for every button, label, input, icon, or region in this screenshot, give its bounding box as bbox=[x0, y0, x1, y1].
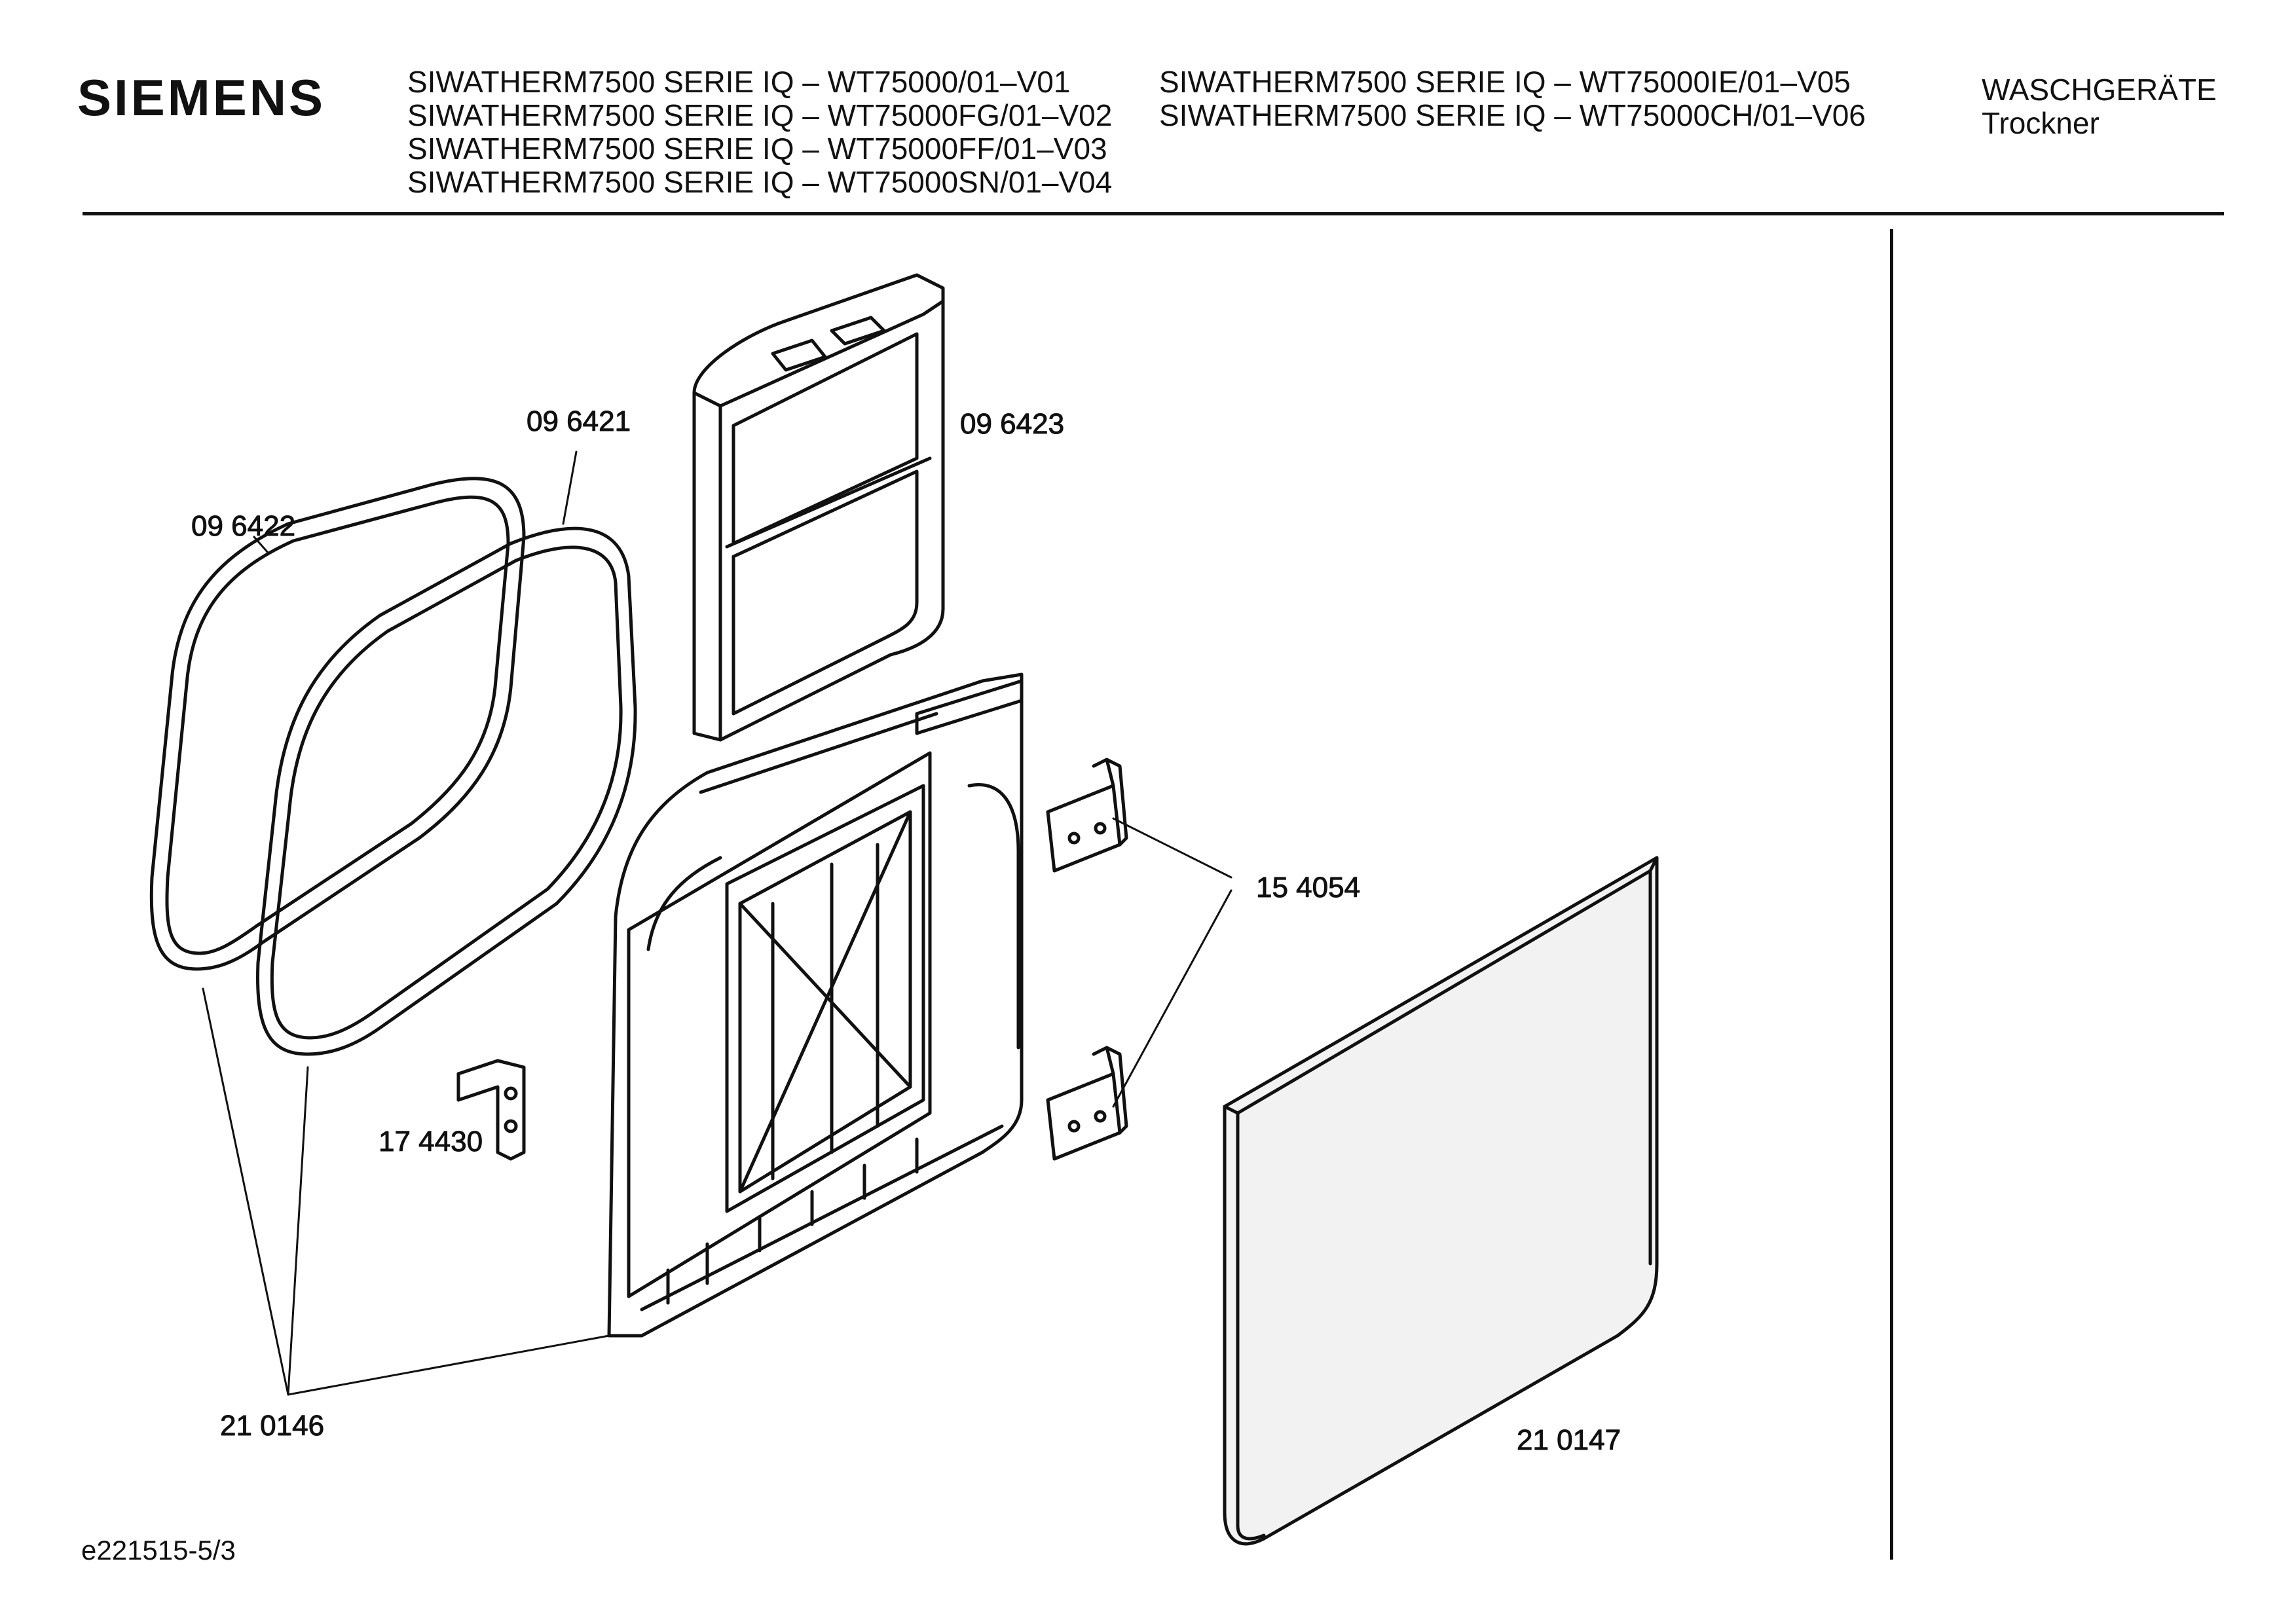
header-divider bbox=[83, 212, 2224, 215]
model-line: SIWATHERM7500 SERIE IQ – WT75000/01–V01 bbox=[407, 65, 1071, 99]
category-subtitle: Trockner bbox=[1982, 106, 2100, 140]
side-divider bbox=[1890, 229, 1893, 1560]
model-line: SIWATHERM7500 SERIE IQ – WT75000SN/01–V0… bbox=[407, 165, 1113, 199]
part-label-174430: 17 4430 bbox=[379, 1126, 483, 1158]
part-label-096422: 09 6422 bbox=[191, 510, 295, 542]
model-list-right: SIWATHERM7500 SERIE IQ – WT75000IE/01–V0… bbox=[1159, 65, 1866, 132]
model-list-left: SIWATHERM7500 SERIE IQ – WT75000/01–V01 … bbox=[407, 65, 1112, 199]
siemens-logo: SIEMENS bbox=[77, 69, 326, 126]
model-line: SIWATHERM7500 SERIE IQ – WT75000FF/01–V0… bbox=[407, 132, 1107, 166]
part-label-096421: 09 6421 bbox=[527, 405, 631, 437]
model-line: SIWATHERM7500 SERIE IQ – WT75000CH/01–V0… bbox=[1159, 98, 1866, 132]
category-block: WASCHGERÄTE Trockner bbox=[1982, 73, 2217, 140]
part-label-210146: 21 0146 bbox=[220, 1410, 324, 1442]
door-hinge-upper bbox=[1046, 758, 1128, 873]
leader-lines bbox=[202, 450, 1232, 1396]
part-label-154054: 15 4054 bbox=[1256, 871, 1360, 904]
model-line: SIWATHERM7500 SERIE IQ – WT75000FG/01–V0… bbox=[407, 98, 1113, 132]
door-inner-frame bbox=[607, 672, 1024, 1338]
part-label-096423: 09 6423 bbox=[960, 408, 1064, 440]
door-latch bbox=[456, 1059, 526, 1161]
category-title: WASCHGERÄTE bbox=[1982, 73, 2217, 107]
model-line: SIWATHERM7500 SERIE IQ – WT75000IE/01–V0… bbox=[1159, 65, 1851, 99]
door-panel bbox=[1223, 856, 1659, 1546]
door-seal-inner bbox=[256, 526, 637, 1056]
drawing-code: e221515-5/3 bbox=[81, 1535, 236, 1566]
door-seal-outer bbox=[149, 477, 526, 971]
part-label-210147: 21 0147 bbox=[1517, 1424, 1621, 1456]
lint-filter bbox=[692, 273, 945, 742]
